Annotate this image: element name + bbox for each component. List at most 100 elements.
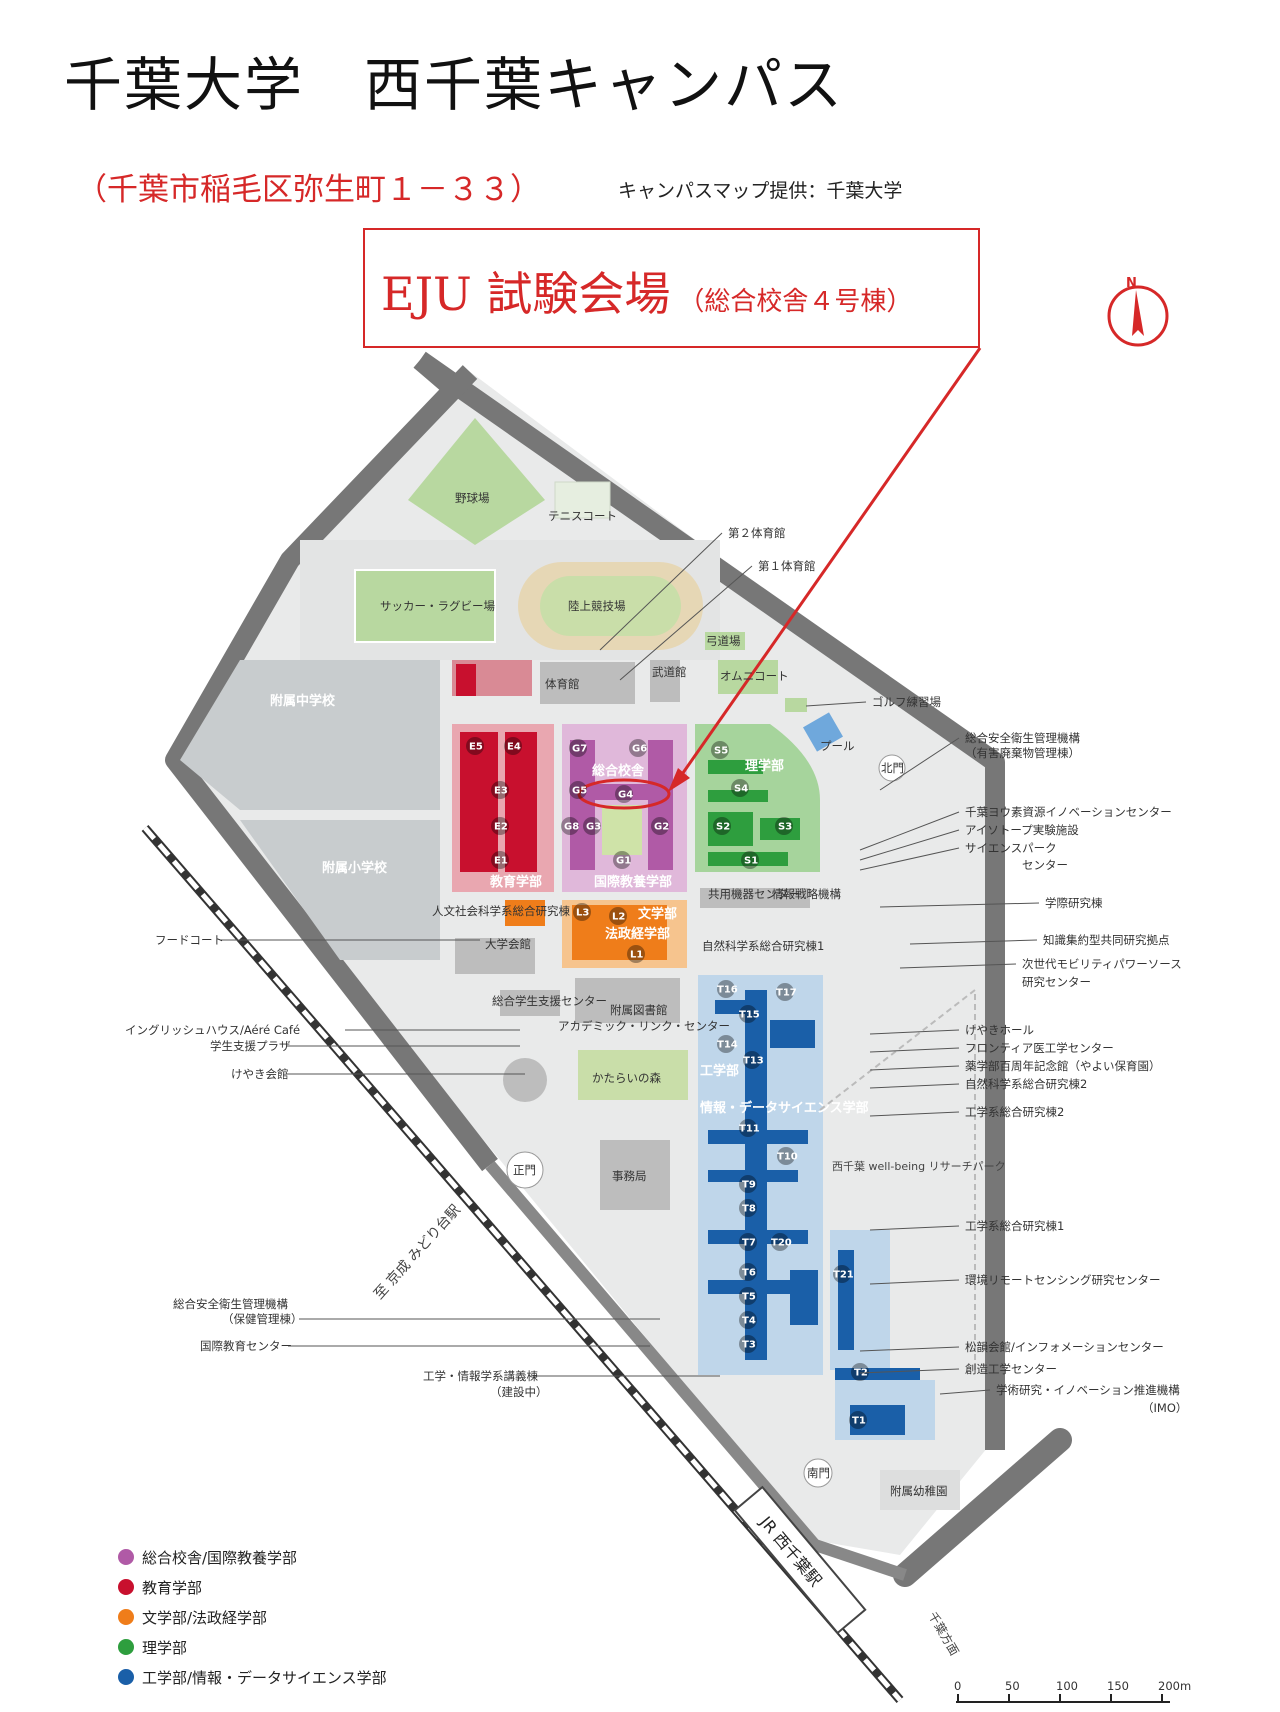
eng-block-c bbox=[708, 1130, 808, 1144]
edu-building-a bbox=[460, 732, 498, 872]
legend-label: 理学部 bbox=[142, 1638, 188, 1657]
eng-block-d bbox=[708, 1170, 798, 1182]
building-t6-badge bbox=[739, 1263, 757, 1281]
sci-building-a bbox=[708, 760, 763, 774]
building-t5-badge bbox=[739, 1287, 757, 1305]
legend: 総合校舎/国際教養学部教育学部文学部/法政経学部理学部工学部/情報・データサイエ… bbox=[118, 1542, 387, 1692]
road-west bbox=[165, 365, 498, 1172]
label-general: 総合校舎 bbox=[592, 763, 645, 779]
zone-forest bbox=[578, 1050, 688, 1100]
building-g4-badge bbox=[615, 785, 633, 803]
building-t13-badge bbox=[743, 1051, 761, 1069]
callouts-right: 第２体育館第１体育館ゴルフ練習場総合安全衛生管理機構（有害廃棄物管理棟）千葉ヨウ… bbox=[599, 526, 1187, 1415]
label-shared: 共用機器センター bbox=[708, 887, 800, 901]
building-l1-badge bbox=[627, 945, 645, 963]
callout-right-line bbox=[869, 1047, 960, 1053]
building-t9: T9 bbox=[742, 1180, 756, 1191]
label-north-gate: 北門 bbox=[881, 761, 904, 775]
building-l3: L3 bbox=[576, 908, 589, 919]
callout-left-label: 学生支援プラザ bbox=[210, 1039, 291, 1053]
legend-swatch bbox=[118, 1669, 134, 1685]
building-g1-badge bbox=[613, 851, 631, 869]
building-t2-badge bbox=[851, 1363, 869, 1381]
callout-right-line bbox=[805, 701, 867, 707]
venue-label: EJU 試験会場（総合校舎４号棟） bbox=[381, 258, 912, 324]
zone-golf bbox=[785, 698, 807, 712]
eng-block-e bbox=[708, 1230, 808, 1244]
building-t21: T21 bbox=[833, 1270, 854, 1281]
building-l1: L1 bbox=[630, 950, 643, 961]
eng-block-b bbox=[770, 1020, 815, 1048]
north-gate[interactable] bbox=[878, 754, 906, 782]
building-e3: E3 bbox=[494, 786, 508, 797]
label-library: 附属図書館 bbox=[610, 1003, 668, 1017]
callout-right-line bbox=[859, 847, 960, 871]
legend-swatch bbox=[118, 1609, 134, 1625]
zone-es bbox=[240, 820, 440, 960]
building-g4: G4 bbox=[618, 790, 633, 801]
building-t20: T20 bbox=[771, 1238, 792, 1249]
callout-right-line bbox=[619, 565, 753, 681]
building-t16-badge bbox=[717, 980, 735, 998]
callout-right-label: 学術研究・イノベーション推進機構 bbox=[996, 1383, 1180, 1397]
building-t10: T10 bbox=[777, 1152, 798, 1163]
callout-right-label: 千葉ヨウ素資源イノベーションセンター bbox=[965, 805, 1172, 819]
eng-block-g bbox=[790, 1270, 818, 1325]
south-gate[interactable] bbox=[803, 1458, 833, 1488]
building-t4-badge bbox=[739, 1311, 757, 1329]
building-e3-badge bbox=[491, 781, 509, 799]
label-kyudo: 弓道場 bbox=[706, 634, 741, 648]
label-forest: かたらいの森 bbox=[592, 1071, 661, 1085]
legend-swatch bbox=[118, 1579, 134, 1595]
label-budo: 武道館 bbox=[652, 665, 687, 679]
building-s1-badge bbox=[741, 851, 759, 869]
label-academic-link: アカデミック・リンク・センター bbox=[558, 1019, 730, 1033]
bldg-student bbox=[500, 990, 560, 1016]
venue-main-text: EJU 試験会場 bbox=[381, 267, 671, 321]
callout-right-label: 次世代モビリティパワーソース bbox=[1022, 957, 1182, 971]
callout-left-label: （保健管理棟） bbox=[222, 1312, 303, 1326]
building-s5-badge bbox=[711, 741, 729, 759]
callout-right-label: （有害廃棄物管理棟） bbox=[965, 746, 1080, 760]
eng-block-a bbox=[715, 1000, 755, 1014]
building-t20-badge bbox=[771, 1233, 789, 1251]
building-g3: G3 bbox=[586, 822, 601, 833]
building-g1: G1 bbox=[616, 856, 631, 867]
label-es: 附属小学校 bbox=[322, 860, 388, 876]
main-gate[interactable] bbox=[506, 1151, 544, 1189]
venue-callout-box: EJU 試験会場（総合校舎４号棟） bbox=[363, 228, 980, 348]
building-t8-badge bbox=[739, 1199, 757, 1217]
zone-baseball bbox=[408, 418, 545, 545]
callout-right-label: センター bbox=[1022, 858, 1068, 872]
zone-track-field bbox=[540, 576, 681, 636]
callout-right-line bbox=[879, 737, 960, 791]
sci-building-b bbox=[708, 790, 768, 802]
callout-right-line bbox=[869, 1065, 960, 1071]
callout-right-label: 総合安全衛生管理機構 bbox=[965, 731, 1080, 745]
building-g7-badge bbox=[569, 739, 587, 757]
building-e5: E5 bbox=[469, 742, 483, 753]
zone-gym bbox=[540, 662, 635, 704]
building-s4: S4 bbox=[734, 784, 748, 795]
building-t5: T5 bbox=[742, 1292, 756, 1303]
building-t9-badge bbox=[739, 1175, 757, 1193]
building-g6-badge bbox=[629, 739, 647, 757]
building-g3-badge bbox=[583, 817, 601, 835]
scale-label: 200m bbox=[1158, 1679, 1191, 1693]
legend-item: 総合校舎/国際教養学部 bbox=[118, 1542, 387, 1572]
map-credit: キャンパスマップ提供：千葉大学 bbox=[618, 180, 903, 202]
label-keisei: 至 京成 みどり台駅 bbox=[371, 1202, 464, 1303]
legend-swatch bbox=[118, 1549, 134, 1565]
building-e2-badge bbox=[491, 817, 509, 835]
label-to-chiba: 千葉方面 bbox=[925, 1609, 962, 1658]
bldg-keyaki bbox=[503, 1058, 547, 1102]
label-pool: プール bbox=[820, 739, 855, 753]
building-g5: G5 bbox=[572, 786, 587, 797]
svg-text:N: N bbox=[1126, 276, 1137, 291]
building-t8: T8 bbox=[742, 1204, 756, 1215]
callout-right-label: （IMO） bbox=[1142, 1401, 1187, 1415]
callout-right-line bbox=[869, 1225, 960, 1231]
building-s2: S2 bbox=[716, 822, 730, 833]
